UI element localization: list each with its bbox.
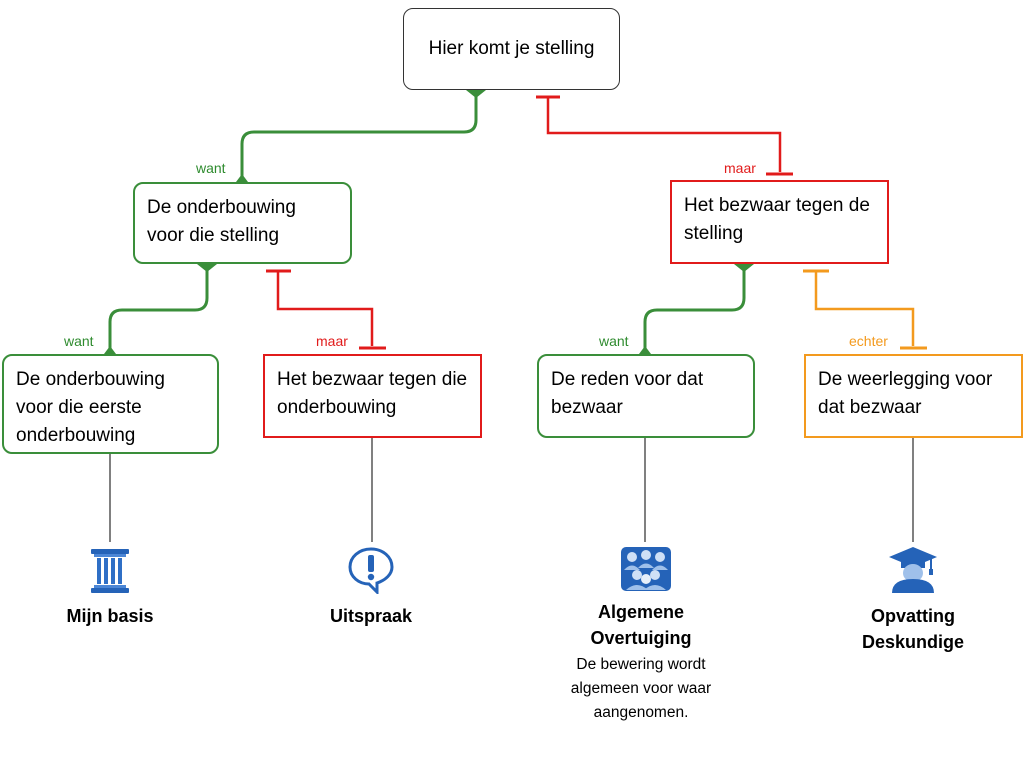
connector-maar-1: maar: [724, 160, 756, 176]
thesis-box[interactable]: Hier komt je stelling: [403, 8, 620, 90]
speech-exclamation-icon: [348, 547, 394, 594]
support-line-3: [643, 264, 746, 354]
support-arrow-1a: [466, 90, 486, 98]
rebuttal-box-3[interactable]: De weerlegging voor dat bezwaar: [804, 354, 1023, 438]
description-line: aangenomen.: [593, 704, 689, 721]
support-arrow-1b: [236, 174, 248, 182]
rebuttal-text-3: De weerlegging voor dat bezwaar: [818, 369, 993, 418]
graduate-icon: [889, 547, 937, 593]
support-line-1: [240, 90, 478, 182]
connector-want-3: want: [599, 333, 629, 349]
support-arrow-3b: [639, 346, 651, 354]
pillar-icon: [91, 549, 129, 593]
source-label-algemene: Algemene Overtuiging: [556, 599, 726, 651]
support-arrow-3a: [734, 264, 754, 272]
objection-text-1: Het bezwaar tegen de stelling: [684, 195, 870, 244]
source-label-algemene-line2: Overtuiging: [590, 628, 692, 648]
connector-want-1: want: [196, 160, 226, 176]
support-arrow-2a: [197, 264, 217, 272]
objection-line-1: [546, 97, 782, 172]
source-label-deskundige: Opvatting Deskundige: [828, 603, 998, 655]
objection-box-1[interactable]: Het bezwaar tegen de stelling: [670, 180, 889, 264]
support-box-1[interactable]: De onderbouwing voor die stelling: [133, 182, 352, 264]
objection-text-2: Het bezwaar tegen die onderbouwing: [277, 369, 468, 418]
group-icon: [621, 547, 671, 591]
thesis-text: Hier komt je stelling: [428, 38, 595, 59]
support-box-2[interactable]: De onderbouwing voor die eerste onderbou…: [2, 354, 219, 454]
connector-maar-2: maar: [316, 333, 348, 349]
source-label-deskundige-line2: Deskundige: [861, 632, 965, 652]
source-label-algemene-line1: Algemene: [597, 602, 685, 622]
source-label-deskundige-line1: Opvatting: [871, 606, 955, 626]
source-label-uitspraak: Uitspraak: [329, 606, 413, 626]
connector-want-2: want: [64, 333, 94, 349]
support-arrow-2b: [104, 346, 116, 354]
source-description-algemene: De bewering wordt algemeen voor waar aan…: [546, 653, 736, 725]
description-line: algemeen voor waar: [570, 680, 712, 697]
rebuttal-line-3: [814, 271, 915, 346]
support-line-2: [108, 264, 209, 354]
support-text-1: De onderbouwing voor die stelling: [147, 197, 296, 246]
reason-box-3[interactable]: De reden voor dat bezwaar: [537, 354, 755, 438]
source-label-basis: Mijn basis: [66, 606, 154, 626]
reason-text-3: De reden voor dat bezwaar: [551, 369, 704, 418]
objection-line-2: [276, 271, 374, 346]
objection-box-2[interactable]: Het bezwaar tegen die onderbouwing: [263, 354, 482, 438]
connector-echter-3: echter: [849, 333, 888, 349]
support-text-2: De onderbouwing voor die eerste onderbou…: [16, 369, 165, 446]
description-line: De bewering wordt: [576, 656, 706, 673]
